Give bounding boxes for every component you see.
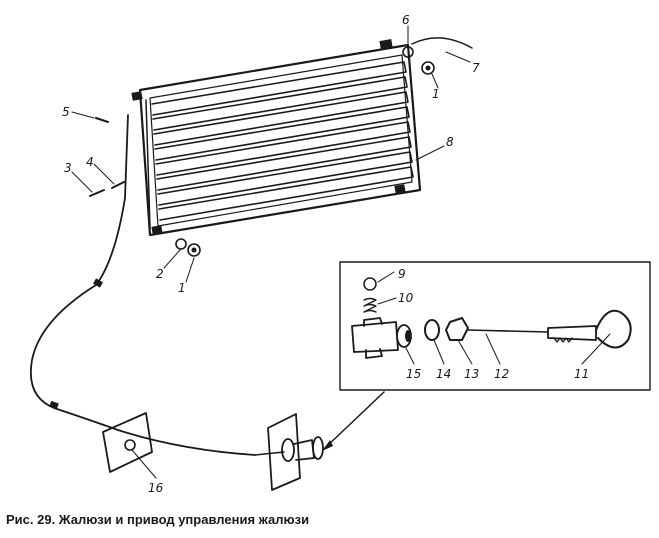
washer-top-right [402, 46, 414, 58]
nut-bottom-left [187, 243, 201, 257]
figure-caption: Рис. 29. Жалюзи и привод управления жалю… [6, 512, 310, 527]
inset-spring [363, 297, 377, 313]
callout-11: 11 [574, 367, 589, 381]
cable-end-top [411, 37, 473, 49]
cable-clip [49, 400, 59, 410]
screw-3 [89, 189, 105, 197]
mounting-lug [131, 91, 143, 101]
detail-inset-box [339, 261, 651, 391]
callout-3: 3 [64, 161, 72, 175]
inset-knob [547, 309, 632, 349]
callout-1-top: 1 [432, 87, 440, 101]
cable-bracket [102, 412, 153, 473]
callout-6: 6 [402, 13, 410, 27]
dashboard-mount [267, 413, 324, 491]
clamp-4 [111, 181, 125, 189]
mounting-lug [379, 39, 393, 49]
callout-5: 5 [62, 105, 70, 119]
callout-12: 12 [494, 367, 509, 381]
inset-body [351, 317, 412, 359]
callout-14: 14 [436, 367, 451, 381]
washer-bottom-left [175, 238, 187, 250]
callout-16: 16 [148, 481, 164, 495]
control-cable [30, 114, 256, 456]
callout-7: 7 [472, 61, 480, 75]
nut-top-right [421, 61, 435, 75]
screw-5 [95, 117, 109, 123]
mounting-lug [394, 184, 406, 194]
inset-ball [363, 277, 377, 291]
callout-8: 8 [446, 135, 454, 149]
cable-clip [93, 278, 103, 288]
cable-to-knob [254, 451, 285, 456]
callout-10: 10 [398, 291, 414, 305]
callout-13: 13 [464, 367, 479, 381]
shutter-frame [131, 39, 422, 237]
inset-washer [424, 319, 440, 341]
callout-9: 9 [398, 267, 406, 281]
inset-leader-arrow [322, 440, 333, 451]
callout-4: 4 [86, 155, 94, 169]
inset-nut [445, 317, 469, 341]
mounting-lug [151, 225, 163, 235]
inset-leader [324, 391, 385, 449]
inset-rod [467, 329, 549, 333]
leader-lines [71, 25, 611, 479]
callout-1-bottom: 1 [178, 281, 186, 295]
shutter-slats [151, 61, 414, 221]
slat-link-rod [145, 99, 151, 229]
callout-15: 15 [406, 367, 421, 381]
callout-2: 2 [156, 267, 164, 281]
